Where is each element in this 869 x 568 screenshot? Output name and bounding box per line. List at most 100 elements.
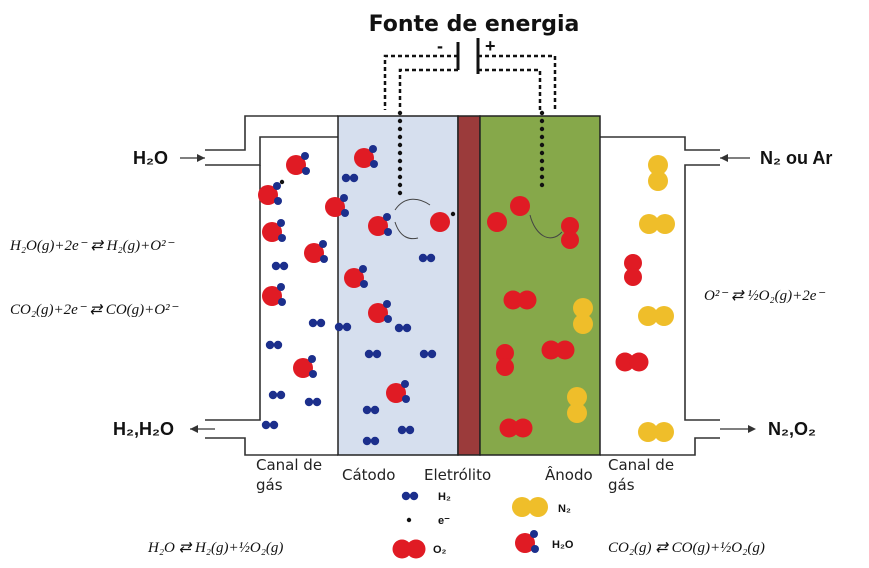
electron-dot	[539, 134, 545, 140]
h2o-molecule	[286, 152, 310, 175]
electron-dot	[397, 126, 403, 132]
electron-dot	[397, 134, 403, 140]
h2-molecule	[304, 397, 322, 407]
o2-molecule	[499, 418, 533, 438]
h2-molecule	[401, 491, 419, 501]
h2-molecule	[362, 405, 380, 415]
label-canal-right-1: Canal de	[608, 456, 674, 474]
h2-molecule	[397, 425, 415, 435]
legend-o2-symbol	[392, 539, 426, 559]
legend-o2-label: O₂	[433, 544, 447, 556]
equation-cathode-water: H₂O(g)+2e⁻ ⇄ H₂(g)+O²⁻	[9, 238, 175, 254]
h2o-molecule	[293, 355, 317, 378]
h2o-molecule	[354, 145, 378, 168]
inlet-label-left: H₂O	[133, 148, 168, 168]
h2-molecule	[362, 436, 380, 446]
label-canal-left-1: Canal de	[256, 456, 322, 474]
legend-h2-symbol	[401, 491, 419, 501]
h2-molecule	[394, 323, 412, 333]
electron-dot	[539, 182, 545, 188]
electron-dot	[539, 174, 545, 180]
reaction-arrow-3	[529, 214, 563, 239]
electrolyte-layer	[457, 115, 481, 456]
legend: H₂ e⁻ O₂ N₂ H₂O	[392, 491, 574, 559]
n2-molecule	[638, 306, 674, 326]
oxygen-atom	[430, 212, 450, 232]
equation-overall-water: H₂O ⇄ H₂(g)+½O₂(g)	[147, 540, 283, 556]
h2-molecule	[308, 318, 326, 328]
electron-dot	[397, 142, 403, 148]
left-outlet	[205, 437, 338, 456]
h2-molecule	[419, 349, 437, 359]
n2-molecule	[648, 155, 668, 191]
h2-molecule	[418, 253, 436, 263]
o2-molecule	[561, 217, 579, 249]
h2o-molecule	[368, 300, 392, 323]
o2-molecule	[541, 340, 575, 360]
outlet-arrowhead-left	[190, 425, 198, 433]
left-channel-wall	[205, 165, 261, 421]
right-channel-top-wall	[600, 136, 720, 151]
oxygen-atom	[510, 196, 530, 216]
o2-molecule	[615, 352, 649, 372]
h2o-molecule	[304, 240, 328, 263]
h2o-molecule	[344, 265, 368, 288]
label-canal-left-2: gás	[256, 476, 283, 494]
left-inlet	[205, 115, 338, 151]
electron-dot	[397, 118, 403, 124]
reaction-arrow-2	[394, 221, 419, 240]
electron-dot	[397, 174, 403, 180]
legend-electron-label: e⁻	[438, 515, 450, 527]
inlet-label-right: N₂ ou Ar	[760, 148, 832, 168]
n2-molecule	[512, 497, 548, 517]
inlet-arrowhead-right	[720, 154, 728, 162]
label-eletrolito: Eletrólito	[424, 466, 491, 484]
legend-n2-symbol	[512, 497, 548, 517]
label-anodo: Ânodo	[545, 465, 593, 484]
electron-dot	[397, 158, 403, 164]
label-canal-right-2: gás	[608, 476, 635, 494]
h2-molecule	[364, 349, 382, 359]
legend-h2o-label: H₂O	[552, 539, 574, 551]
electron-dots-cathode	[397, 110, 403, 196]
electron-dot	[406, 517, 412, 523]
page-title: Fonte de energia	[369, 12, 580, 37]
o2-molecule	[392, 539, 426, 559]
h2o-molecule	[325, 194, 349, 217]
n2-molecule	[567, 387, 587, 423]
electron-dot	[397, 110, 403, 116]
h2-molecule	[268, 390, 286, 400]
equation-overall-co2: CO₂(g) ⇄ CO(g)+½O₂(g)	[608, 540, 765, 556]
molecules	[258, 145, 675, 446]
electron-dot	[539, 166, 545, 172]
h2o-molecule	[368, 213, 392, 236]
legend-n2-label: N₂	[558, 503, 571, 515]
wire-inner-left	[398, 68, 458, 110]
label-catodo: Cátodo	[342, 466, 395, 484]
h2o-molecule	[386, 380, 410, 403]
electron-dot	[397, 166, 403, 172]
outlet-label-right: N₂,O₂	[768, 419, 816, 439]
electron-dot	[397, 190, 403, 196]
equation-cathode-co2: CO₂(g)+2e⁻ ⇄ CO(g)+O²⁻	[10, 302, 179, 318]
electron-dot	[539, 118, 545, 124]
left-channel-top-wall	[205, 136, 338, 166]
wire-outer-right	[478, 54, 557, 110]
h2-molecule	[334, 322, 352, 332]
reaction-arrow-1	[394, 198, 431, 211]
minus-sign: -	[437, 36, 443, 56]
o2-molecule	[624, 254, 642, 286]
n2-molecule	[638, 422, 674, 442]
o2-molecule	[496, 344, 514, 376]
h2-molecule	[265, 340, 283, 350]
h2o-molecule	[262, 219, 286, 242]
legend-h2o-symbol	[515, 530, 539, 553]
right-outlet	[600, 437, 720, 456]
electron-dot	[539, 150, 545, 156]
o2-molecule	[503, 290, 537, 310]
oxygen-atom	[487, 212, 507, 232]
legend-h2-label: H₂	[438, 491, 451, 503]
equation-anode: O²⁻ ⇄ ½O₂(g)+2e⁻	[704, 288, 825, 304]
electron-dot	[279, 179, 285, 185]
